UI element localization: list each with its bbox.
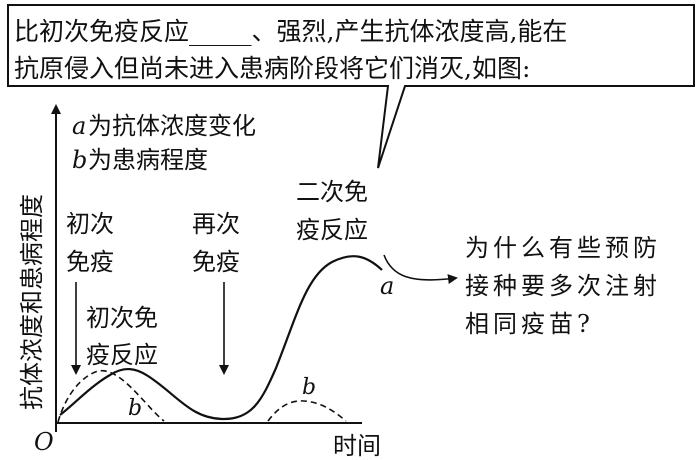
x-axis-label: 时间 bbox=[333, 432, 381, 460]
legend-b-letter: b bbox=[72, 146, 87, 174]
curve-b-disease-2 bbox=[267, 400, 347, 422]
legend-a-text: 为抗体浓度变化 bbox=[88, 112, 256, 140]
first-response-label-1: 初次免 bbox=[86, 304, 158, 332]
revaccination-label-1: 再次 bbox=[192, 210, 240, 238]
curve-a-antibody bbox=[59, 255, 383, 421]
first-vaccination-label-2: 免疫 bbox=[66, 248, 114, 276]
legend-a-letter: a bbox=[72, 112, 86, 140]
callout-bubble bbox=[7, 4, 695, 169]
first-vaccination-label-1: 初次 bbox=[66, 210, 114, 238]
revaccination-label-2: 免疫 bbox=[192, 248, 240, 276]
curve-b-letter-2: b bbox=[302, 375, 316, 400]
curve-a-letter: a bbox=[380, 272, 394, 300]
second-response-label-1: 二次免 bbox=[296, 178, 368, 206]
question-arrow bbox=[383, 254, 458, 284]
legend-b-text: 为患病程度 bbox=[88, 146, 208, 174]
first-response-label-2: 疫反应 bbox=[86, 341, 158, 369]
question-line-3: 相同疫苗? bbox=[465, 310, 594, 338]
curve-b-letter-1: b bbox=[128, 396, 142, 421]
callout-line-1: 比初次免疫反应_____、强烈,产生抗体浓度高,能在 bbox=[14, 17, 567, 46]
y-axis-label: 抗体浓度和患病程度 bbox=[18, 194, 46, 410]
curve-b-disease-1 bbox=[57, 370, 165, 423]
question-line-1: 为什么有些预防 bbox=[465, 234, 661, 262]
question-line-2: 接种要多次注射 bbox=[465, 272, 661, 300]
second-response-label-2: 疫反应 bbox=[296, 216, 368, 244]
callout-line-2: 抗原侵入但尚未进入患病阶段将它们消灭,如图: bbox=[14, 54, 530, 83]
origin-label: O bbox=[34, 428, 54, 456]
